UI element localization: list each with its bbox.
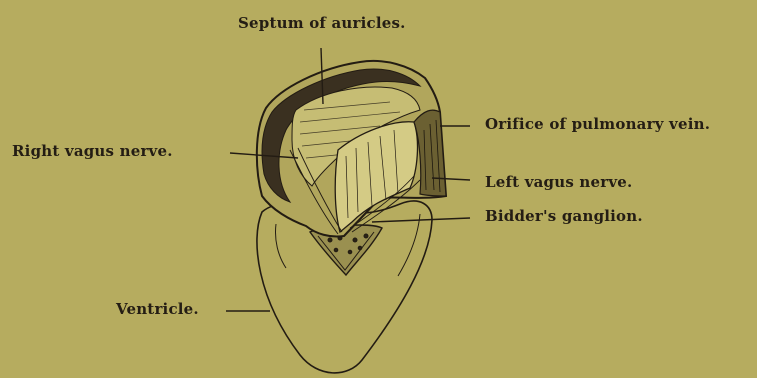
leader-bidder [372,218,470,222]
orifice-label: Orifice of pulmonary vein. [485,115,710,133]
right-vagus-label: Right vagus nerve. [12,142,173,160]
ventricle-label: Ventricle. [116,300,199,318]
left-vagus-label: Left vagus nerve. [485,173,632,191]
auricles-shape [257,61,446,237]
bidder-ganglion-label: Bidder's ganglion. [485,207,643,225]
septum-label: Septum of auricles. [238,14,406,32]
